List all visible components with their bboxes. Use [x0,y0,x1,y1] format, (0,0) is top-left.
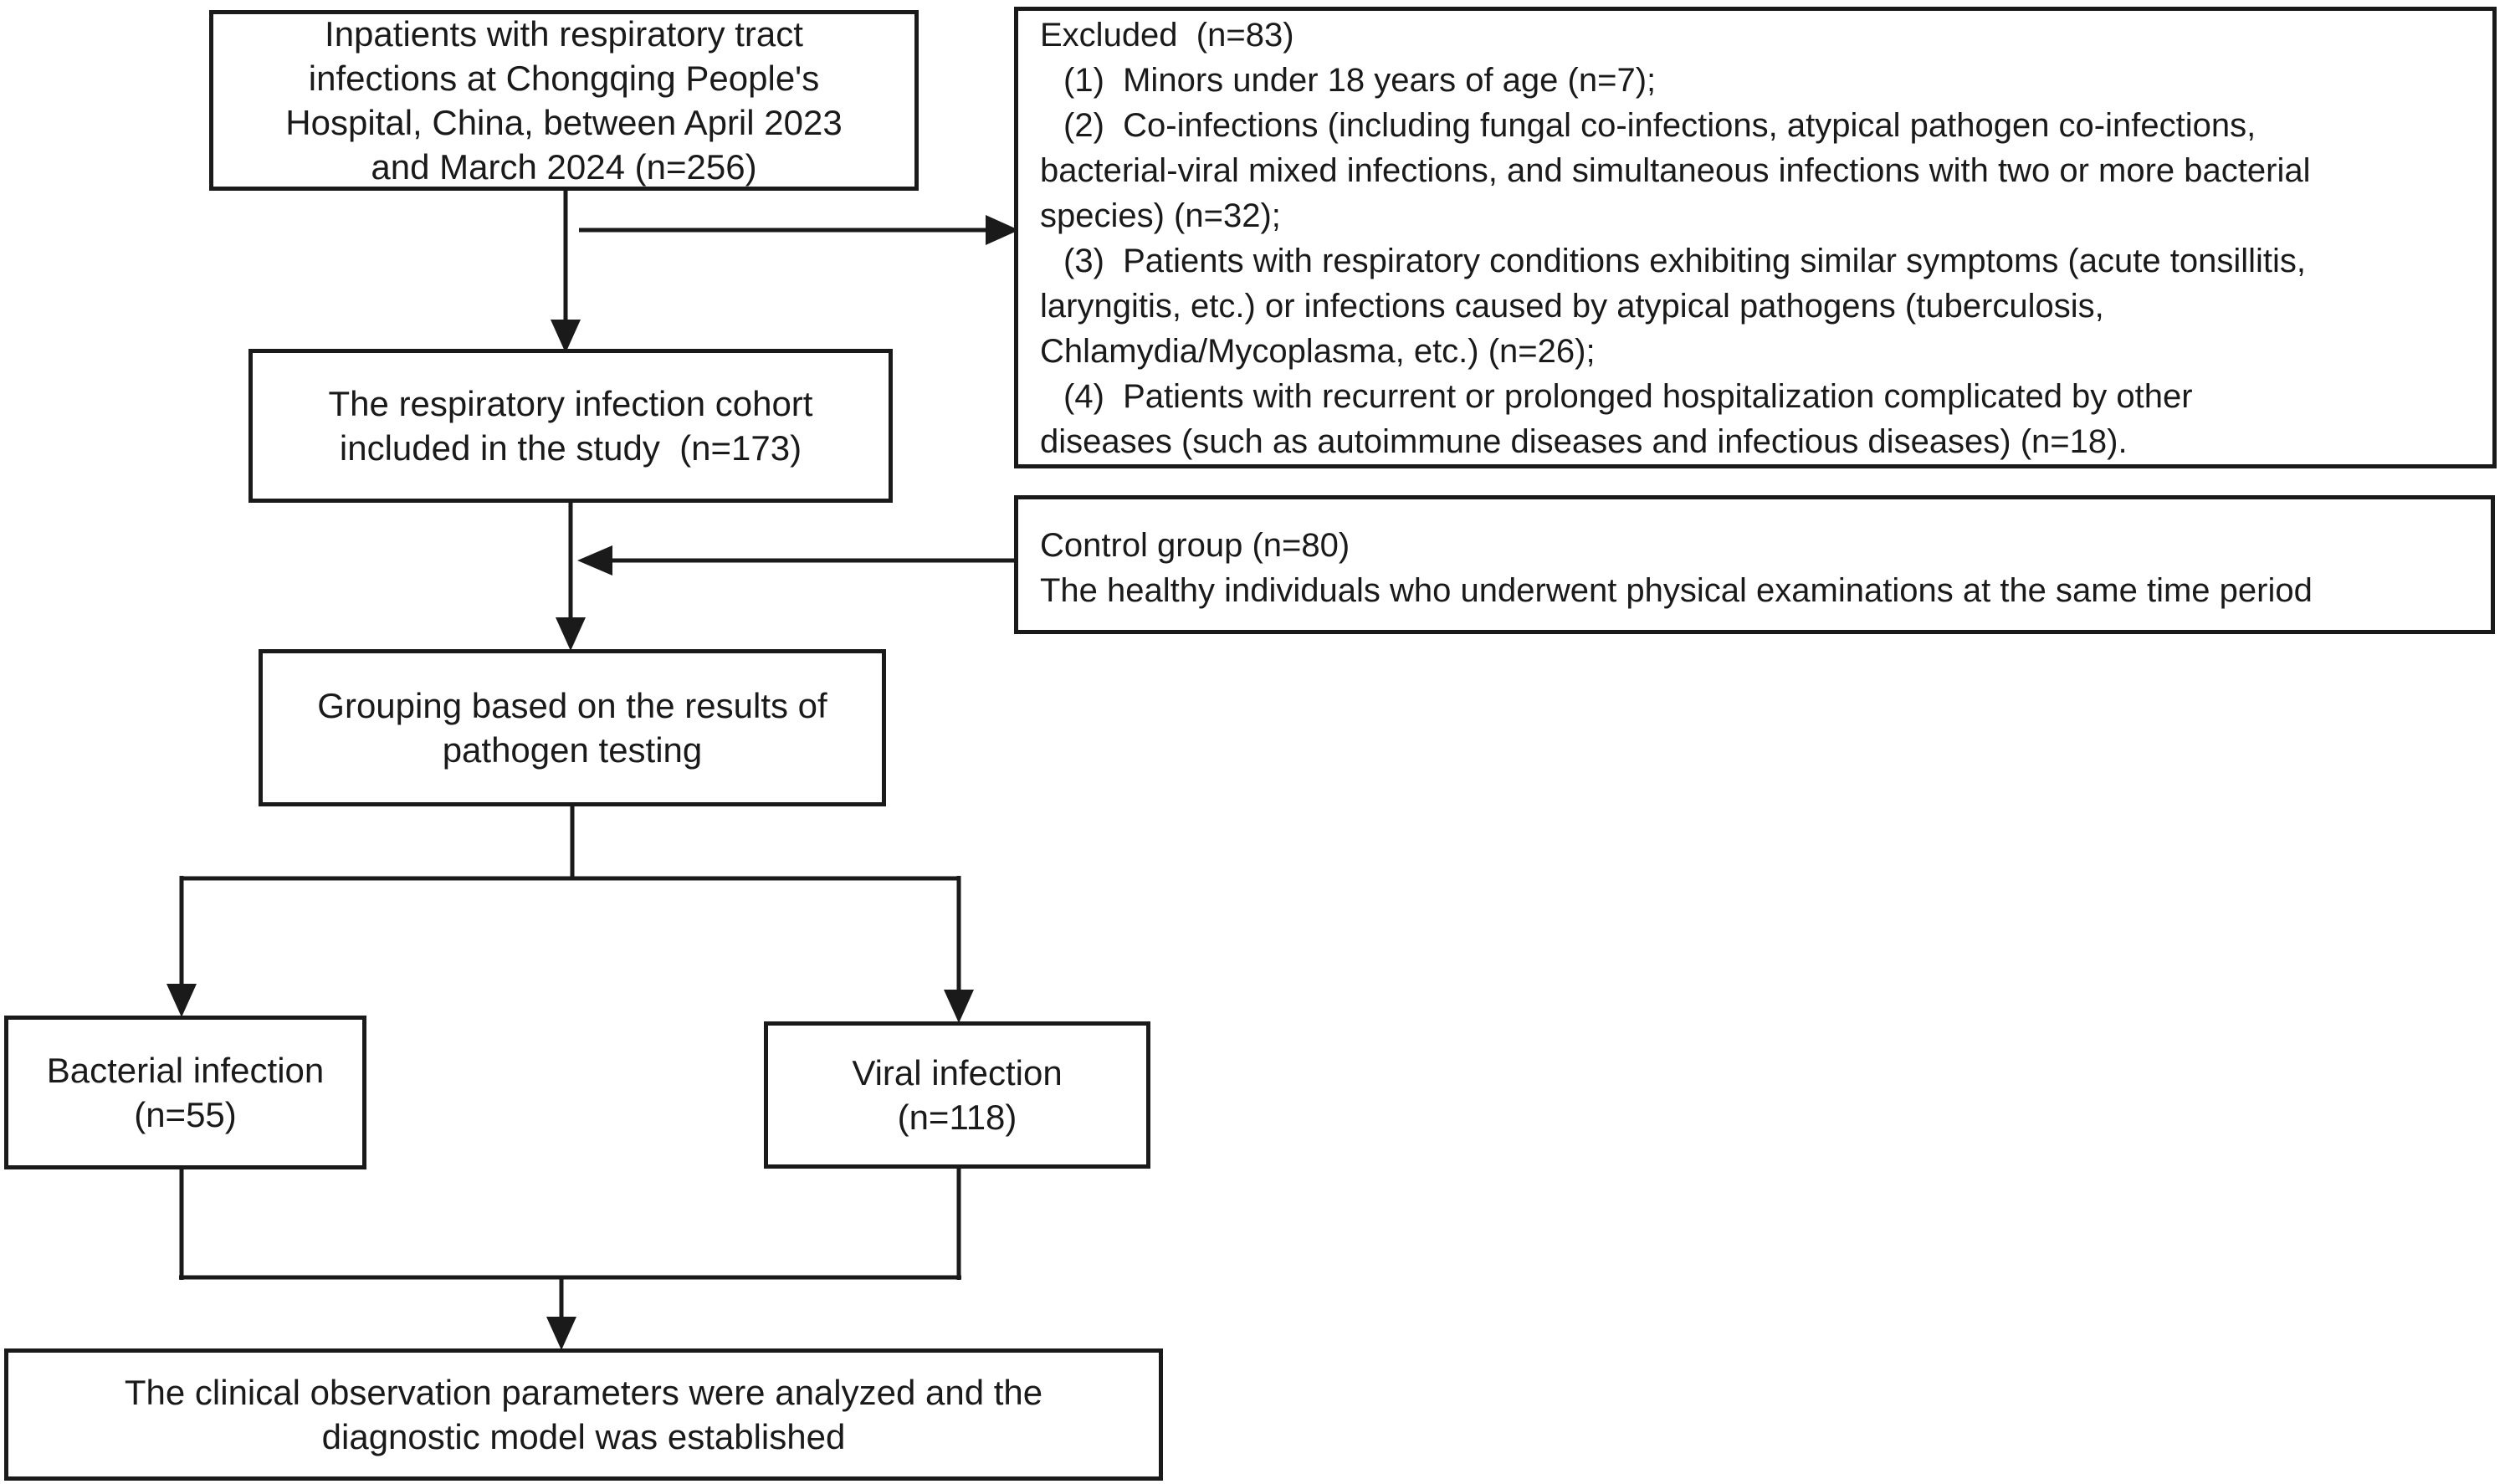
box-bacterial-text: Bacterial infection (n=55) [46,1051,325,1134]
box-control-group: Control group (n=80) The healthy individ… [1014,495,2495,634]
arrow-cohort-to-grouping [556,501,586,651]
box-viral-text: Viral infection (n=118) [852,1053,1063,1137]
box-bacterial-infection: Bacterial infection (n=55) [4,1016,366,1169]
box-excluded-title: Excluded (n=83) [1040,17,1294,54]
box-outcome: The clinical observation parameters were… [4,1348,1163,1481]
excluded-item-1: (1) Minors under 18 years of age (n=7); [1063,62,1657,99]
connector-merge-to-outcome [179,1166,961,1350]
arrow-inpatients-to-cohort [551,189,581,353]
box-control-text: Control group (n=80) The healthy individ… [1040,527,2313,609]
arrow-control-to-cohort [577,545,1019,576]
excluded-item-3: (3) Patients with respiratory conditions… [1040,243,2306,370]
connector-grouping-split [166,805,974,1023]
box-viral-infection: Viral infection (n=118) [764,1021,1150,1169]
box-inpatients: Inpatients with respiratory tract infect… [209,10,919,191]
excluded-item-2: (2) Co-infections (including fungal co-i… [1040,107,2311,234]
excluded-item-4: (4) Patients with recurrent or prolonged… [1040,378,2193,460]
box-cohort: The respiratory infection cohort include… [248,349,893,503]
arrow-inpatients-to-excluded [579,215,1019,245]
box-inpatients-text: Inpatients with respiratory tract infect… [285,14,843,187]
box-grouping: Grouping based on the results of pathoge… [259,649,886,806]
box-excluded: Excluded (n=83) (1) Minors under 18 year… [1014,7,2497,468]
box-outcome-text: The clinical observation parameters were… [124,1373,1043,1456]
box-grouping-text: Grouping based on the results of pathoge… [317,686,827,770]
box-cohort-text: The respiratory infection cohort include… [328,384,813,468]
